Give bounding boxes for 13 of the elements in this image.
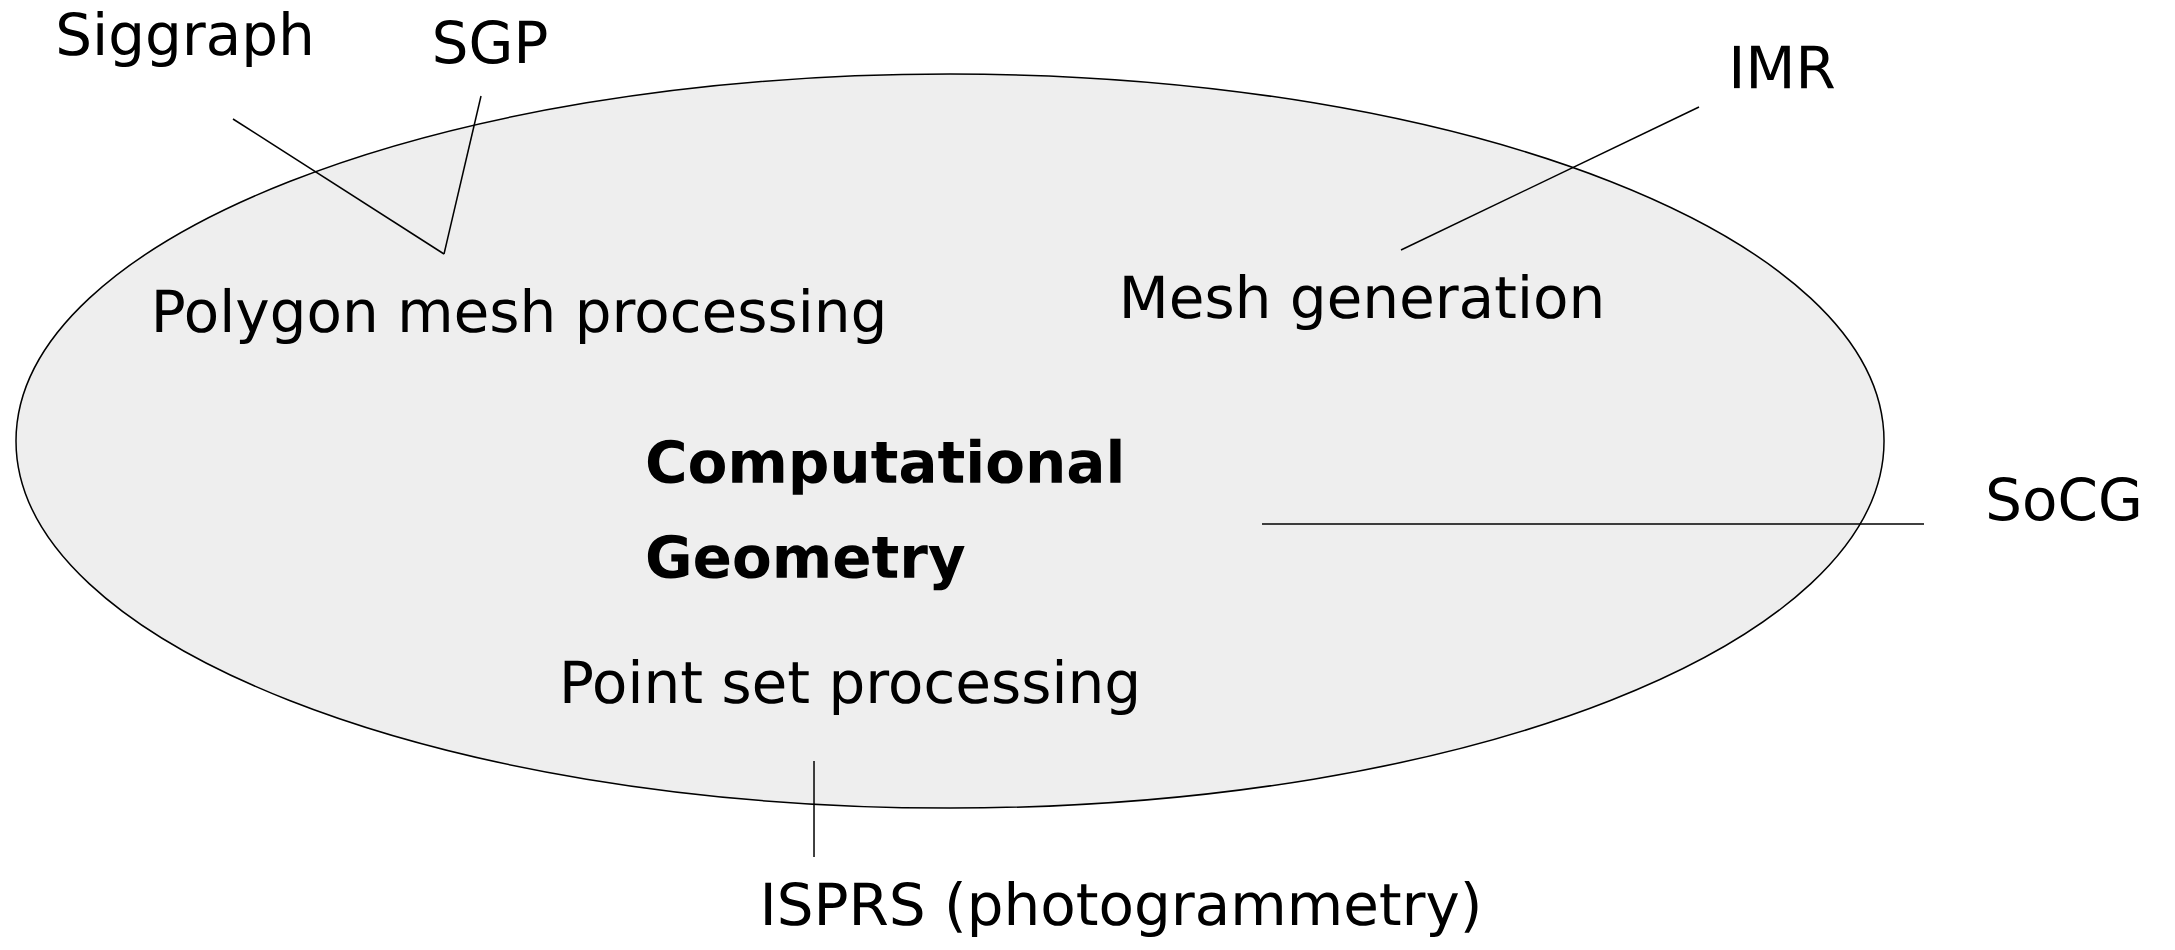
topic-label: Mesh generation [1124, 273, 1601, 331]
venue-label: SoCG [1989, 477, 2139, 521]
venue-label: IMR [1734, 45, 1835, 89]
leader-line [1400, 106, 1700, 251]
topic-label: Point set processing [564, 658, 1136, 716]
leader-line [443, 95, 482, 255]
leader-line [232, 118, 445, 255]
topic-label: Polygon mesh processing [156, 287, 883, 345]
venue-label: Siggraph [59, 10, 310, 68]
venue-label: ISPRS (photogrammetry) [765, 880, 1478, 938]
venue-label: SGP [435, 20, 547, 64]
leader-line [1261, 523, 1925, 525]
leader-line [813, 760, 815, 858]
